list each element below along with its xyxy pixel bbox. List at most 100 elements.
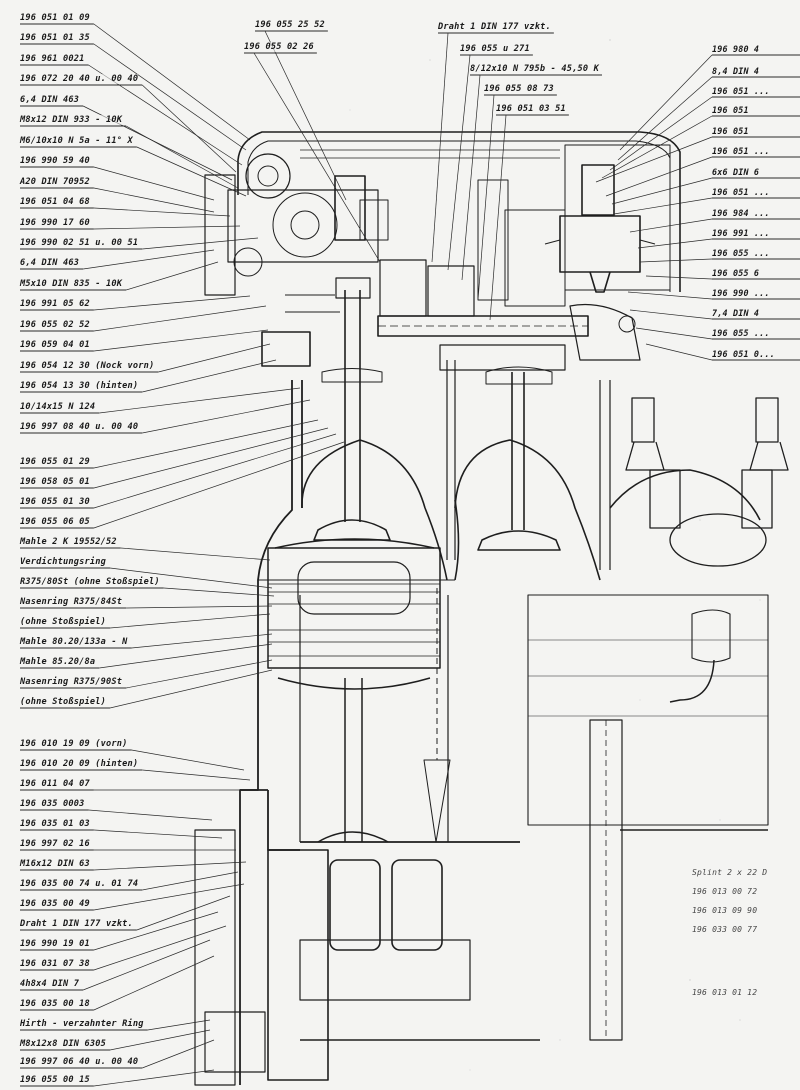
- part-label: 196 055 02 52: [20, 320, 90, 330]
- part-label: 196 055 01 29: [20, 457, 90, 467]
- part-label: 196 055 6: [712, 268, 760, 278]
- leader-line: [264, 30, 347, 201]
- leader-line: [253, 52, 381, 263]
- connecting-rod: [317, 588, 451, 843]
- leader-line: [93, 911, 219, 951]
- leader-line: [93, 43, 247, 151]
- part-label: 196 055 06 05: [20, 517, 90, 527]
- leader-line: [595, 136, 713, 183]
- leader-line: [93, 295, 251, 311]
- part-label: Draht 1 DIN 177 vzkt.: [20, 919, 133, 929]
- leader-line: [93, 925, 227, 971]
- leader-line: [629, 309, 713, 320]
- leader-line: [93, 433, 337, 509]
- leader-line: [142, 399, 311, 434]
- part-label: 196 058 05 01: [20, 477, 90, 487]
- part-label: 196 010 19 09 (vorn): [20, 739, 128, 749]
- part-label: A20 DIN 70952: [20, 177, 90, 187]
- part-label: 8,4 DIN 4: [712, 66, 760, 76]
- leader-line: [142, 871, 239, 891]
- part-label: 196 055 u 271: [460, 44, 530, 54]
- rocker-assembly: [544, 164, 656, 361]
- leader-line: [126, 659, 273, 689]
- leader-line: [142, 769, 251, 781]
- part-label: 196 051: [712, 105, 749, 115]
- leader-line: [605, 156, 713, 197]
- leader-line: [447, 54, 471, 271]
- leader-line: [109, 1029, 211, 1051]
- cam-cover: [237, 131, 681, 292]
- leader-line: [93, 427, 329, 489]
- part-label: 196 984 ...: [712, 208, 770, 218]
- part-label: 196 013 00 72: [692, 887, 758, 896]
- leader-line: [83, 249, 215, 270]
- piston: [267, 538, 441, 690]
- part-label: 196 991 ...: [712, 228, 770, 238]
- leader-line: [142, 1039, 215, 1069]
- leader-line: [131, 749, 245, 771]
- part-label: M16x12 DIN 63: [20, 859, 90, 869]
- part-label: Mahle 85.20/8a: [20, 657, 96, 667]
- part-label: 196 055 00 15: [20, 1075, 90, 1085]
- leader-line: [601, 115, 713, 179]
- leader-line: [93, 207, 231, 217]
- part-label: M5x10 DIN 835 - 10K: [20, 279, 123, 289]
- leader-line: [93, 225, 241, 230]
- part-label: Nasenring R375/90St: [20, 677, 123, 687]
- leader-line: [611, 177, 713, 205]
- leader-line: [629, 218, 713, 233]
- part-label: 196 051 04 68: [20, 197, 90, 207]
- part-label: 196 051 ...: [712, 86, 770, 96]
- part-label: Nasenring R375/84St: [20, 597, 123, 607]
- part-label: 196 990 17 60: [20, 218, 90, 228]
- part-label: 196 051 01 09: [20, 13, 90, 23]
- leader-line: [93, 23, 251, 141]
- part-label: 196 055 01 30: [20, 497, 90, 507]
- part-label: 6,4 DIN 463: [20, 95, 80, 105]
- part-label: 4h8x4 DIN 7: [20, 979, 80, 989]
- part-label: 10/14x15 N 124: [20, 402, 96, 412]
- part-label: 196 997 02 16: [20, 839, 90, 849]
- part-label: 196 011 04 07: [20, 779, 90, 789]
- leader-line: [158, 343, 271, 373]
- leader-line: [93, 441, 345, 529]
- part-label: 196 051 0...: [712, 349, 775, 359]
- leader-line: [125, 125, 239, 189]
- leader-line: [635, 327, 713, 340]
- part-label: 6x6 DIN 6: [712, 167, 760, 177]
- part-label: Mahle 2 K 19552/52: [20, 537, 117, 547]
- part-label: (ohne Stoßspiel): [20, 697, 106, 707]
- part-label: 196 961 0021: [20, 54, 85, 64]
- part-label: M6/10x10 N 5a - 11° X: [20, 136, 133, 146]
- part-label: 196 051 03 51: [496, 104, 566, 114]
- leader-line: [477, 94, 495, 301]
- leader-line: [136, 895, 231, 931]
- leader-line: [93, 861, 247, 871]
- part-label: Draht 1 DIN 177 vzkt.: [438, 22, 551, 32]
- leader-line: [93, 829, 223, 839]
- leader-line: [613, 197, 713, 215]
- part-label: 196 991 05 62: [20, 299, 90, 309]
- leader-line: [126, 605, 273, 609]
- part-label: 196 055 02 26: [244, 42, 314, 52]
- part-label: 196 997 06 40 u. 00 40: [20, 1057, 139, 1067]
- part-label: M8x12x8 DIN 6305: [20, 1039, 106, 1049]
- part-label: 196 990 19 01: [20, 939, 90, 949]
- leader-line: [163, 587, 275, 597]
- part-label: 196 033 00 77: [692, 925, 758, 934]
- left-valve: [313, 277, 391, 541]
- leader-line: [489, 114, 507, 321]
- part-label: Hirth - verzahnter Ring: [20, 1019, 144, 1029]
- camshaft: [377, 179, 589, 371]
- part-label: 196 055 ...: [712, 328, 770, 338]
- leader-line: [609, 96, 713, 171]
- part-label: 196 059 04 01: [20, 340, 90, 350]
- leader-line: [637, 238, 713, 249]
- part-label: Verdichtungsring: [20, 557, 106, 567]
- part-label: 196 980 4: [712, 44, 760, 54]
- leader-line: [93, 305, 267, 332]
- part-label: 196 051: [712, 126, 749, 136]
- leader-line: [619, 54, 713, 151]
- leader-line: [627, 291, 713, 300]
- leader-line: [141, 84, 237, 173]
